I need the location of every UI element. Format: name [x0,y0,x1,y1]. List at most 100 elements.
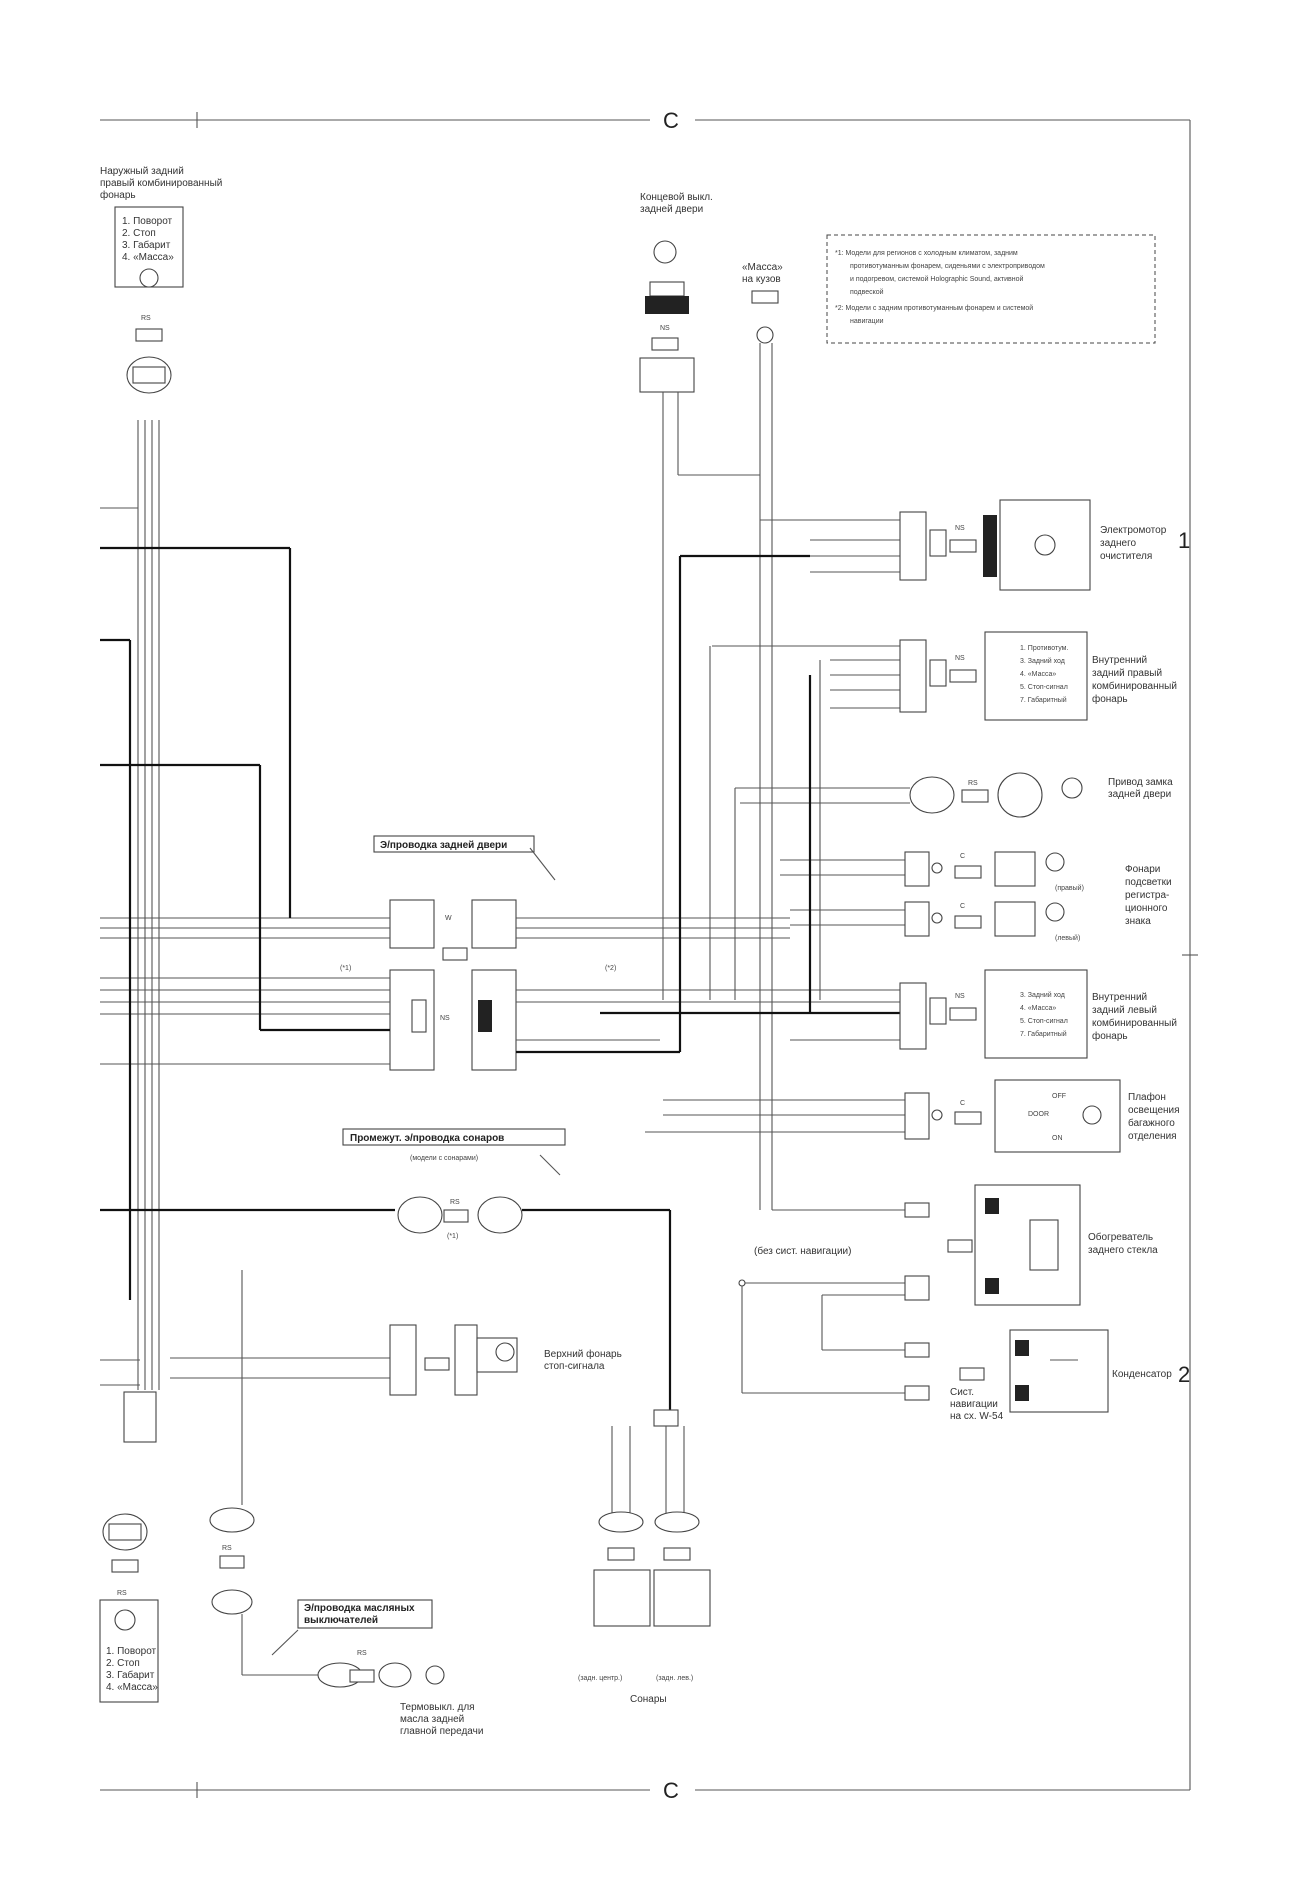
svg-text:2. Стоп: 2. Стоп [122,228,156,239]
navigation-ref: Сист. [950,1387,974,1398]
svg-text:фонарь: фонарь [1092,693,1128,705]
svg-text:(правый): (правый) [1055,884,1084,892]
svg-text:задней двери: задней двери [640,204,703,215]
svg-text:NS: NS [955,525,965,532]
outer-rear-right-lamp: Наружный задний правый комбинированный ф… [100,166,222,394]
svg-text:DOOR: DOOR [1028,1111,1049,1118]
svg-text:навигации: навигации [950,1399,998,1410]
connector-icon [139,268,159,288]
sonar-harness: Промежут. э/проводка сонаров (модели с с… [100,1128,672,1410]
svg-text:Плафон: Плафон [1128,1091,1166,1103]
svg-text:C: C [960,1100,965,1107]
svg-text:заднего: заднего [1100,538,1136,549]
svg-text:ON: ON [1052,1135,1063,1142]
svg-text:задний левый: задний левый [1092,1005,1157,1016]
connector-icon [598,1511,644,1533]
trunk-lamp: C OFF DOOR ON Плафон освещения багажного… [645,1079,1180,1153]
svg-text:освещения: освещения [1128,1105,1180,1116]
svg-text:2. Стоп: 2. Стоп [106,1658,140,1669]
svg-text:4. «Масса»: 4. «Масса» [1020,671,1056,678]
svg-text:на кузов: на кузов [742,274,781,285]
svg-text:фонарь: фонарь [100,189,136,201]
svg-text:задний правый: задний правый [1092,668,1162,679]
svg-text:5. Стоп-сигнал: 5. Стоп-сигнал [1020,684,1068,691]
svg-text:Внутренний: Внутренний [1092,655,1147,666]
svg-text:выключателей: выключателей [304,1615,378,1626]
inner-rear-left-lamp: NS 3. Задний ход 4. «Масса» 5. Стоп-сигн… [600,969,1177,1059]
svg-text:на сх. W-54: на сх. W-54 [950,1411,1004,1422]
connector-icon [909,776,955,814]
rear-door-harness-label: Э/проводка задней двери [380,840,507,851]
svg-text:RS: RS [141,315,151,322]
sonars: (задн. центр.) (задн. лев.) Сонары [578,1409,711,1705]
svg-text:навигации: навигации [850,318,884,325]
svg-text:7. Габаритный: 7. Габаритный [1020,696,1067,704]
section-letter-top: C [663,108,679,133]
svg-text:Электромотор: Электромотор [1100,525,1167,536]
svg-text:отделения: отделения [1128,1131,1177,1142]
svg-text:Сонары: Сонары [630,1694,667,1705]
row-number-1: 1 [1178,528,1190,553]
svg-text:1. Противотум.: 1. Противотум. [1020,645,1068,652]
inner-rear-right-lamp: NS 1. Противотум. 3. Задний ход 4. «Масс… [712,631,1177,721]
notes-box: *1: Модели для регионов с холодным клима… [826,234,1156,344]
bulb-icon [495,1342,515,1362]
svg-text:C: C [960,853,965,860]
svg-text:подвеской: подвеской [850,288,884,296]
svg-text:W: W [445,915,452,922]
row-number-2: 2 [1178,1362,1190,1387]
thermo-switch-icon [425,1665,445,1685]
connector-icon [211,1589,253,1615]
connector-icon [114,1609,136,1631]
svg-text:RS: RS [450,1199,460,1206]
callout-arrow [539,1154,561,1176]
svg-text:и подогревом, системой Hologra: и подогревом, системой Holographic Sound… [850,275,1023,283]
svg-text:RS: RS [117,1590,127,1597]
rear-door-lock: RS Привод замка задней двери [735,772,1173,818]
rear-door-switch: Концевой выкл. задней двери NS [639,192,760,1000]
svg-text:3. Задний ход: 3. Задний ход [1020,657,1065,665]
svg-text:фонарь: фонарь [1092,1030,1128,1042]
actuator-icon [1061,777,1083,799]
svg-text:Обогреватель: Обогреватель [1088,1231,1153,1243]
svg-text:Наружный задний: Наружный задний [100,166,184,177]
svg-text:(без сист. навигации): (без сист. навигации) [754,1245,851,1257]
svg-text:(*2): (*2) [605,965,616,972]
harness-wires [100,546,821,1300]
note-1: *1: Модели для регионов с холодным клима… [835,250,1018,257]
svg-text:RS: RS [222,1545,232,1552]
svg-text:NS: NS [955,655,965,662]
svg-text:C: C [960,903,965,910]
svg-text:задней двери: задней двери [1108,789,1171,800]
svg-text:(*1): (*1) [340,965,351,972]
ground-icon [756,326,774,344]
section-letter-bottom: C [663,1778,679,1803]
note-2: *2: Модели с задним противотуманным фона… [835,304,1033,312]
rear-wiper-motor: NS Электромотор заднего очистителя [760,499,1167,591]
svg-text:Верхний фонарь: Верхний фонарь [544,1348,622,1360]
svg-text:ционного: ционного [1125,903,1168,914]
motor-icon [1034,534,1056,556]
svg-text:заднего стекла: заднего стекла [1088,1245,1158,1256]
svg-text:Конденсатор: Конденсатор [1112,1369,1172,1380]
svg-text:Фонари: Фонари [1125,864,1160,875]
connector-icon [477,1196,523,1234]
svg-text:комбинированный: комбинированный [1092,680,1177,692]
svg-text:OFF: OFF [1052,1093,1066,1100]
svg-text:(*1): (*1) [447,1233,458,1240]
svg-text:RS: RS [357,1650,367,1657]
svg-text:Привод замка: Привод замка [1108,777,1173,788]
svg-text:противотуманным фонарем, сиден: противотуманным фонарем, сиденьями с эле… [850,263,1045,270]
no-navigation-note: (без сист. навигации) [738,1245,905,1394]
svg-text:(левый): (левый) [1055,934,1080,942]
high-stop-lamp: Верхний фонарь стоп-сигнала [170,1324,622,1396]
svg-text:(задн. центр.): (задн. центр.) [578,1675,622,1682]
outer-rear-left-lamp: RS 1. Поворот 2. Стоп 3. Габарит 4. «Мас… [99,1513,159,1703]
svg-text:знака: знака [1125,916,1151,927]
svg-text:багажного: багажного [1128,1117,1175,1129]
svg-text:1. Поворот: 1. Поворот [106,1646,157,1657]
svg-text:очистителя: очистителя [1100,551,1152,562]
svg-text:4. «Масса»: 4. «Масса» [122,252,174,263]
svg-text:NS: NS [660,325,670,332]
